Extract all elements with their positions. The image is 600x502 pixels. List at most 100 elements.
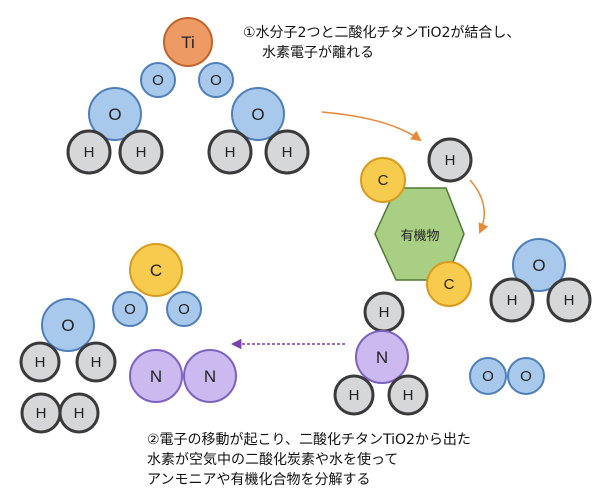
nitrogen-atom-label: N bbox=[204, 367, 216, 386]
step1-caption-line2: 水素電子が離れる bbox=[262, 45, 374, 61]
oxygen-atom: O bbox=[198, 62, 234, 98]
hydrogen-atom-circle bbox=[264, 129, 310, 175]
oxygen-atom-circle bbox=[512, 238, 566, 292]
oxygen-atom-label: O bbox=[251, 105, 264, 124]
oxygen-atom-circle bbox=[41, 298, 95, 352]
hydrogen-atom-circle bbox=[66, 129, 112, 175]
step1-caption-line1: ①水分子2つと二酸化チタンTiO2が結合し、 bbox=[243, 25, 521, 41]
oxygen-atom: O bbox=[231, 87, 285, 141]
nitrogen-atom: N bbox=[129, 349, 183, 403]
hydrogen-atom-circle bbox=[207, 129, 253, 175]
oxygen-atom-label: O bbox=[152, 72, 164, 89]
oxygen-atom-label: O bbox=[61, 316, 74, 335]
oxygen-atom-label: O bbox=[178, 301, 190, 318]
oxygen-atom: O bbox=[88, 87, 142, 141]
hydrogen-atom: H bbox=[387, 374, 429, 416]
hydrogen-atom: H bbox=[363, 291, 405, 333]
hydrogen-atom: H bbox=[427, 137, 473, 183]
carbon-atom-circle bbox=[360, 157, 406, 203]
oxygen-atom-label: O bbox=[520, 368, 532, 385]
hydrogen-atom-label: H bbox=[282, 144, 293, 161]
hydrogen-atom: H bbox=[19, 341, 61, 383]
carbon-atom: C bbox=[129, 243, 183, 297]
hydrogen-atom-circle bbox=[427, 137, 473, 183]
oxygen-atom-label: O bbox=[482, 368, 494, 385]
hydrogen-atom: H bbox=[333, 374, 375, 416]
nitrogen-atom: N bbox=[355, 330, 409, 384]
carbon-atom-label: C bbox=[378, 172, 389, 189]
hydrogen-atom-circle bbox=[333, 374, 375, 416]
hydrogen-atom: H bbox=[66, 129, 112, 175]
hydrogen-atom-label: H bbox=[349, 387, 360, 404]
hydrogen-atom-label: H bbox=[91, 354, 102, 371]
hydrogen-atom: H bbox=[58, 392, 100, 434]
titanium-atom-label: Ti bbox=[181, 33, 195, 52]
titanium-atom: Ti bbox=[163, 17, 213, 67]
hydrogen-atom: H bbox=[546, 277, 592, 323]
carbon-atom-circle bbox=[129, 243, 183, 297]
hydrogen-atom-circle bbox=[387, 374, 429, 416]
hydrogen-atom-label: H bbox=[136, 144, 147, 161]
hydrogen-atom-label: H bbox=[74, 405, 85, 422]
carbon-atom-label: C bbox=[150, 261, 162, 280]
oxygen-atom-label: O bbox=[124, 301, 136, 318]
hydrogen-atom-label: H bbox=[403, 387, 414, 404]
hydrogen-atom: H bbox=[75, 341, 117, 383]
oxygen-atom: O bbox=[166, 291, 202, 327]
oxygen-atom-circle bbox=[88, 87, 142, 141]
oxygen-atom-circle bbox=[231, 87, 285, 141]
oxygen-atom-label: O bbox=[108, 105, 121, 124]
nitrogen-atom-label: N bbox=[150, 367, 162, 386]
hydrogen-atom-label: H bbox=[507, 292, 518, 309]
hydrogen-atom-circle bbox=[118, 129, 164, 175]
carbon-atom-label: C bbox=[444, 276, 455, 293]
oxygen-atom-label: O bbox=[210, 72, 222, 89]
oxygen-atom-circle bbox=[112, 291, 148, 327]
hydrogen-atom: H bbox=[118, 129, 164, 175]
step2-caption-line3: アンモニアや有機化合物を分解する bbox=[147, 472, 371, 488]
hydrogen-atom: H bbox=[264, 129, 310, 175]
step2-caption-line2: 水素が空気中の二酸化炭素や水を使って bbox=[147, 452, 399, 468]
orange-arrow-lower bbox=[469, 179, 489, 234]
hydrogen-atom-circle bbox=[489, 277, 535, 323]
oxygen-atom-circle bbox=[469, 357, 507, 395]
carbon-atom: C bbox=[426, 261, 472, 307]
hydrogen-atom-label: H bbox=[84, 144, 95, 161]
oxygen-atom: O bbox=[512, 238, 566, 292]
oxygen-atom: O bbox=[507, 357, 545, 395]
nitrogen-atom-circle bbox=[129, 349, 183, 403]
hydrogen-atom-circle bbox=[58, 392, 100, 434]
hydrogen-atom-label: H bbox=[564, 292, 575, 309]
oxygen-atom-circle bbox=[198, 62, 234, 98]
organic-matter: 有機物 bbox=[374, 187, 465, 281]
hydrogen-atom: H bbox=[207, 129, 253, 175]
hydrogen-atom-circle bbox=[546, 277, 592, 323]
oxygen-atom: O bbox=[41, 298, 95, 352]
nitrogen-atom-circle bbox=[355, 330, 409, 384]
hydrogen-atom-circle bbox=[19, 341, 61, 383]
orange-arrow-upper bbox=[321, 111, 422, 142]
oxygen-atom: O bbox=[469, 357, 507, 395]
oxygen-atom-label: O bbox=[532, 256, 545, 275]
oxygen-atom-circle bbox=[507, 357, 545, 395]
step2-caption-line1: ②電子の移動が起こり、二酸化チタンTiO2から出た bbox=[147, 432, 471, 448]
hydrogen-atom-label: H bbox=[36, 405, 47, 422]
carbon-atom: C bbox=[360, 157, 406, 203]
nitrogen-atom-circle bbox=[183, 349, 237, 403]
nitrogen-atom-label: N bbox=[376, 348, 388, 367]
carbon-atom-circle bbox=[426, 261, 472, 307]
hydrogen-atom-label: H bbox=[445, 152, 456, 169]
nitrogen-atom: N bbox=[183, 349, 237, 403]
hydrogen-atom-label: H bbox=[35, 354, 46, 371]
oxygen-atom: O bbox=[140, 62, 176, 98]
hydrogen-atom: H bbox=[20, 392, 62, 434]
titanium-atom-circle bbox=[163, 17, 213, 67]
oxygen-atom-circle bbox=[166, 291, 202, 327]
oxygen-atom-circle bbox=[140, 62, 176, 98]
organic-label: 有機物 bbox=[400, 229, 439, 244]
hydrogen-atom-circle bbox=[75, 341, 117, 383]
hydrogen-atom-label: H bbox=[379, 304, 390, 321]
